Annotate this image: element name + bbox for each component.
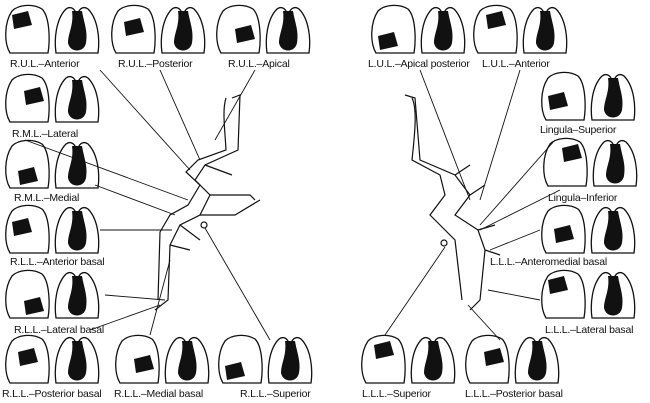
segment-highlight: [554, 225, 574, 243]
label-rml-lateral: R.M.L.–Lateral: [12, 128, 79, 140]
lung-pair-rll-anterior-basal: [5, 204, 100, 254]
segment-highlight: [235, 25, 255, 43]
lung-pair-rul-apical: [216, 4, 311, 54]
lung-pair-lingula-superior: [541, 71, 636, 121]
lung-frontal-view: [265, 6, 311, 54]
lung-frontal-view: [54, 206, 100, 254]
lung-frontal-view: [54, 271, 100, 319]
lung-pair-rll-lateral-basal: [5, 269, 100, 319]
label-lll-anteromedial-basal: L.L.L.–Anteromedial basal: [490, 256, 607, 268]
label-rll-posterior-basal: R.L.L.–Posterior basal: [2, 388, 102, 400]
lung-pair-rll-superior: [218, 334, 313, 384]
segment-highlight: [378, 32, 398, 50]
segment-highlight: [548, 92, 568, 110]
lung-frontal-view: [590, 271, 636, 319]
lung-frontal-view: [410, 336, 456, 384]
segment-highlight: [12, 11, 32, 29]
lung-lateral-view: [473, 4, 518, 54]
label-rll-medial-basal: R.L.L.–Medial basal: [114, 388, 204, 400]
segment-highlight: [484, 348, 504, 366]
lung-frontal-view: [592, 139, 638, 187]
label-lll-lateral-basal: L.L.L.–Lateral basal: [545, 324, 634, 336]
label-rul-posterior: R.U.L.–Posterior: [118, 58, 193, 70]
lung-pair-rul-anterior: [5, 4, 100, 54]
lung-pair-lll-posterior-basal: [465, 334, 560, 384]
segment-highlight: [562, 144, 582, 162]
segment-highlight: [24, 87, 44, 105]
lung-frontal-view: [54, 141, 100, 189]
lung-frontal-view: [267, 336, 313, 384]
label-lul-anterior: L.U.L.–Anterior: [482, 58, 550, 70]
label-rll-anterior-basal: R.L.L.–Anterior basal: [10, 256, 105, 268]
lung-frontal-view: [590, 206, 636, 254]
lung-lateral-view: [361, 334, 406, 384]
label-lul-apical-posterior: L.U.L.–Apical posterior: [368, 58, 470, 70]
lung-pair-lul-apical-posterior: [371, 4, 466, 54]
segment-highlight: [124, 18, 144, 36]
segment-highlight: [24, 297, 44, 315]
bronchial-tree-left: [404, 94, 501, 311]
segment-highlight: [18, 348, 38, 366]
segment-highlight: [12, 218, 32, 236]
label-rul-apical: R.U.L.–Apical: [228, 58, 290, 70]
lung-frontal-view: [514, 336, 560, 384]
lung-pair-rul-posterior: [111, 4, 206, 54]
label-rul-anterior: R.U.L.–Anterior: [10, 58, 80, 70]
lung-frontal-view: [590, 73, 636, 121]
label-lingula-superior: Lingula–Superior: [540, 124, 617, 136]
lung-pair-lll-lateral-basal: [541, 269, 636, 319]
segment-highlight: [548, 276, 568, 294]
lung-pair-rll-posterior-basal: [5, 334, 100, 384]
lung-pair-lingula-inferior: [543, 137, 638, 187]
lung-frontal-view: [54, 336, 100, 384]
lung-pair-rml-medial: [5, 139, 100, 189]
lung-frontal-view: [420, 6, 466, 54]
lung-frontal-view: [54, 6, 100, 54]
segment-highlight: [374, 341, 394, 359]
lung-frontal-view: [164, 336, 210, 384]
leader-lines: [24, 69, 561, 341]
lung-frontal-view: [54, 75, 100, 123]
label-lingula-inferior: Lingula–Inferior: [548, 192, 618, 204]
bronchial-tree-right: [154, 94, 261, 311]
lung-frontal-view: [160, 6, 206, 54]
label-lll-superior: L.L.L.–Superior: [362, 388, 431, 400]
label-rll-superior: R.L.L.–Superior: [240, 388, 311, 400]
lung-pair-rll-medial-basal: [115, 334, 210, 384]
segment-highlight: [18, 167, 38, 185]
lung-pair-lll-anteromedial-basal: [541, 204, 636, 254]
segment-highlight: [134, 355, 154, 373]
segment-highlight: [486, 11, 506, 29]
label-lll-posterior-basal: L.L.L.–Posterior basal: [465, 388, 563, 400]
lung-pair-lul-anterior: [473, 4, 568, 54]
segment-highlight: [225, 362, 245, 380]
label-rml-medial: R.M.L.–Medial: [14, 192, 80, 204]
lung-pair-lll-superior: [361, 334, 456, 384]
lung-pair-rml-lateral: [5, 73, 100, 123]
lung-frontal-view: [522, 6, 568, 54]
label-rll-lateral-basal: R.L.L.–Lateral basal: [14, 324, 104, 336]
